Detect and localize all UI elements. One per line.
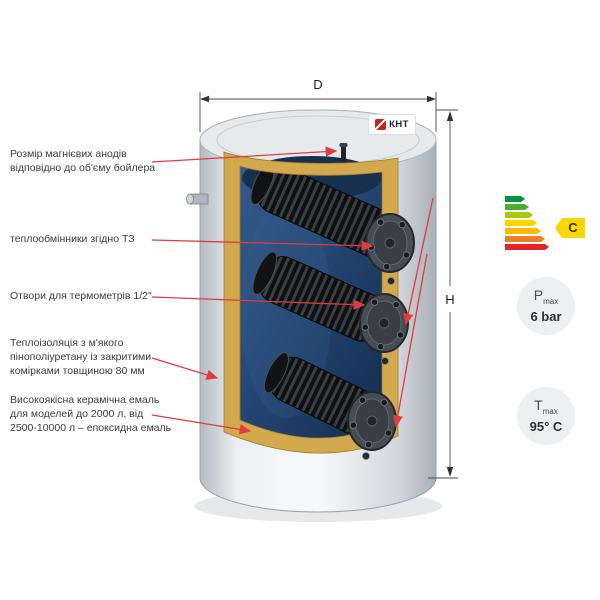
pressure-badge: Pmax 6 bar [517, 277, 575, 335]
callout-line-thermometers [151, 296, 366, 310]
brand-logo: КНТ [368, 114, 416, 135]
label-enamel: Високоякісна керамічна емаль для моделей… [10, 394, 172, 434]
callout-line-exchangers [151, 239, 374, 251]
dimension-height: H [428, 109, 458, 479]
callout-lines [151, 146, 434, 435]
label-magnesium-anodes: Розмір магнієвих анодів відповідно до об… [10, 148, 156, 174]
insulation-layer [223, 151, 399, 454]
callout-line-anodes [151, 146, 338, 163]
flange-2 [359, 293, 409, 353]
temperature-badge-title: Tmax [534, 397, 558, 416]
energy-bars [505, 196, 591, 250]
energy-efficiency-label: C [505, 196, 591, 254]
label-insulation: Теплоізоляція з м'якого пінополіуретану … [10, 337, 152, 377]
callout-line-insulation [151, 357, 219, 380]
temperature-badge: Tmax 95° C [517, 387, 575, 445]
dimension-d-label: D [313, 77, 322, 92]
flange-3 [347, 391, 397, 451]
callout-line-enamel [151, 414, 252, 435]
label-heat-exchangers: теплообмінники згідно ТЗ [10, 233, 135, 245]
callout-line-exchangers-3 [392, 253, 428, 428]
temperature-badge-value: 95° C [529, 418, 563, 434]
callout-line-exchangers-2 [403, 197, 434, 326]
flange-1 [365, 213, 415, 273]
heat-exchanger-1 [250, 161, 399, 259]
thermometer-holes [362, 277, 395, 460]
brand-logo-icon [375, 119, 387, 130]
brand-logo-text: КНТ [389, 119, 409, 130]
label-thermometer-holes: Отвори для термометрів 1/2" [10, 290, 152, 302]
energy-class-arrow: C [555, 218, 585, 238]
dimension-width: D [199, 77, 437, 132]
side-pipe [186, 193, 209, 205]
pressure-badge-title: Pmax [533, 287, 559, 306]
dimension-h-label: H [445, 292, 454, 307]
pressure-badge-value: 6 bar [530, 308, 562, 324]
